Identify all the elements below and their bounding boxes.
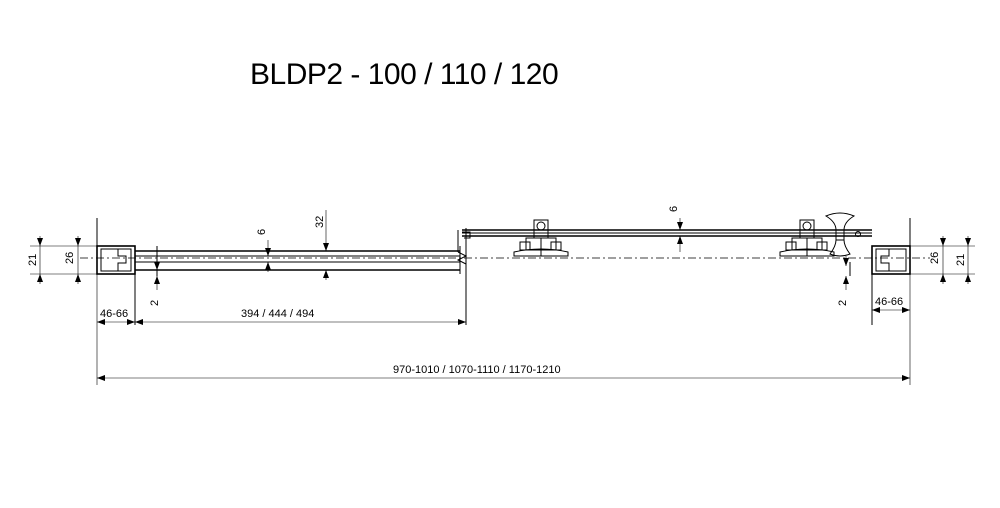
dimension-left-26: 26	[64, 236, 81, 284]
dim-wall-left-label: 46-66	[100, 308, 128, 320]
door-seal	[456, 228, 471, 325]
roller-right	[779, 219, 835, 257]
right-wall-profile	[849, 218, 911, 325]
dim-wall-right-label: 46-66	[875, 296, 903, 308]
dim-right-21-label: 21	[955, 254, 967, 266]
dimension-gap-32: 32	[314, 210, 329, 280]
dim-gap-32-label: 32	[314, 216, 326, 228]
fixed-glass-panel	[135, 246, 461, 276]
left-wall-profile	[96, 218, 136, 325]
dimension-left-21: 21	[27, 236, 43, 284]
dim-glass-6-left-label: 6	[256, 229, 268, 235]
dimension-wall-right: 46-66	[872, 296, 910, 313]
dim-left-26-label: 26	[64, 252, 76, 264]
dimension-right-26: 26	[929, 236, 946, 284]
dim-right-26-label: 26	[929, 252, 941, 264]
dimension-wall-left: 46-66	[97, 308, 135, 325]
dimension-overall-width: 970-1010 / 1070-1110 / 1170-1210	[97, 364, 910, 381]
sliding-door-panel	[462, 229, 872, 237]
dim-offset-2-right-label: 2	[837, 300, 849, 306]
dim-glass-6-right-label: 6	[668, 206, 680, 212]
dimension-door-width: 394 / 444 / 494	[135, 308, 466, 325]
roller-left	[513, 219, 569, 257]
drawing-title: BLDP2 - 100 / 110 / 120	[250, 58, 559, 91]
dim-left-21-label: 21	[27, 254, 39, 266]
dimension-glass-6-left: 6	[256, 229, 271, 272]
dim-offset-2-left-label: 2	[149, 300, 161, 306]
dimension-offset-2-left: 2	[149, 260, 161, 306]
dim-door-width-label: 394 / 444 / 494	[241, 308, 314, 320]
dim-overall-width-label: 970-1010 / 1070-1110 / 1170-1210	[393, 364, 561, 376]
dimension-right-21: 21	[955, 236, 971, 284]
dimension-glass-6-right: 6	[668, 206, 683, 252]
dimension-offset-2-right: 2	[837, 256, 849, 306]
door-handle	[824, 212, 861, 257]
